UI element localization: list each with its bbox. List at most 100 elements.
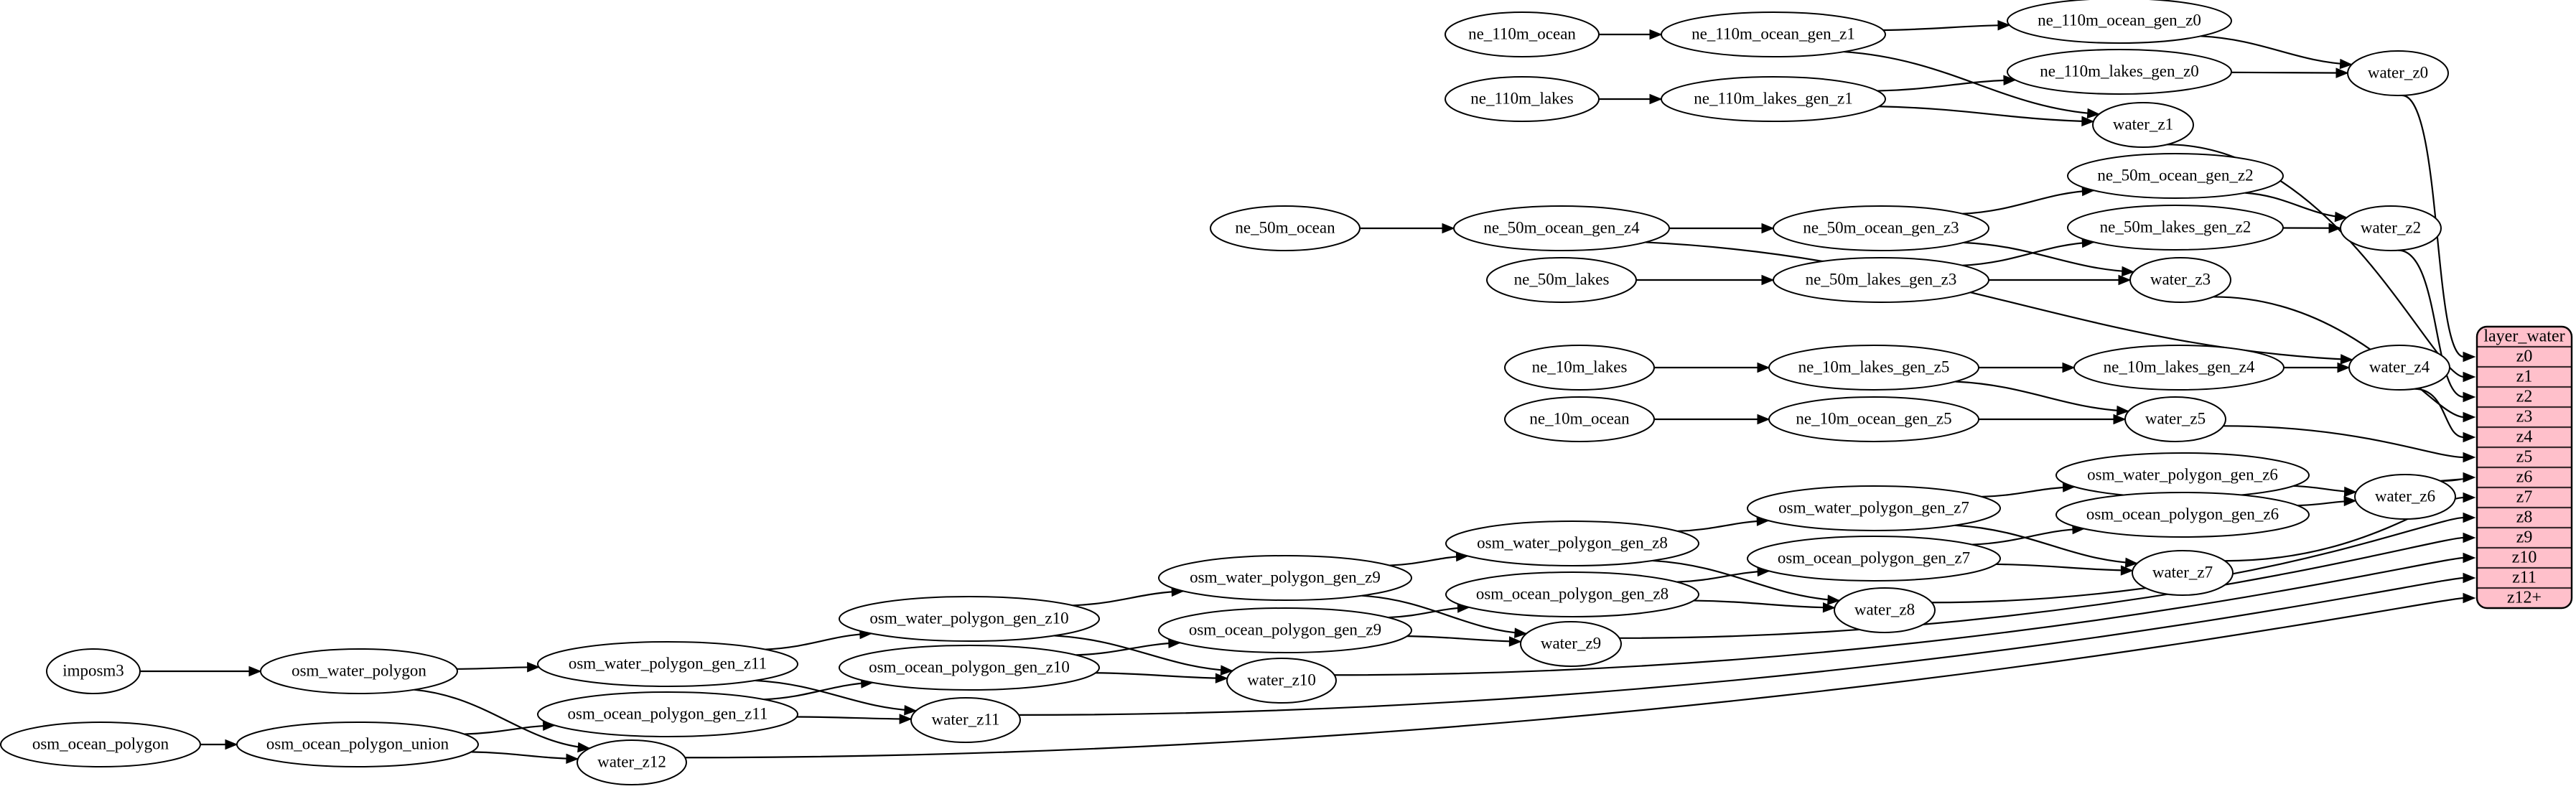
node-ne_50m_lakes[interactable]: ne_50m_lakes	[1486, 257, 1637, 303]
node-water_z9[interactable]: water_z9	[1520, 621, 1622, 667]
node-ne_50m_lakes_gen_z2[interactable]: ne_50m_lakes_gen_z2	[2067, 205, 2284, 251]
node-osm_water_polygon_gen_z8[interactable]: osm_water_polygon_gen_z8	[1445, 520, 1699, 566]
edge-arrowhead	[1757, 362, 1770, 373]
node-ne_50m_lakes_gen_z3[interactable]: ne_50m_lakes_gen_z3	[1773, 257, 1989, 303]
legend-row-z9[interactable]: z9	[2516, 528, 2533, 547]
node-water_z2[interactable]: water_z2	[2340, 205, 2442, 251]
node-water_z7[interactable]: water_z7	[2132, 550, 2234, 596]
node-osm_ocean_polygon_union[interactable]: osm_ocean_polygon_union	[236, 722, 479, 767]
node-ne_50m_ocean_gen_z4[interactable]: ne_50m_ocean_gen_z4	[1453, 205, 1670, 251]
edge-water_z12-to-layer_water-z12	[685, 597, 2465, 759]
node-ne_110m_lakes[interactable]: ne_110m_lakes	[1445, 76, 1600, 122]
node-osm_ocean_polygon_gen_z11[interactable]: osm_ocean_polygon_gen_z11	[537, 691, 798, 737]
node-shape	[1504, 396, 1655, 442]
node-label: ne_50m_lakes_gen_z3	[1806, 270, 1957, 288]
node-ne_50m_ocean[interactable]: ne_50m_ocean	[1210, 205, 1361, 251]
node-shape	[2067, 153, 2284, 199]
node-label: ne_10m_ocean_gen_z5	[1796, 409, 1951, 427]
node-water_z0[interactable]: water_z0	[2347, 50, 2449, 96]
node-layer: ne_110m_ocean ne_110m_ocean_gen_z1 ne_110m…	[0, 0, 2456, 785]
node-ne_50m_ocean_gen_z2[interactable]: ne_50m_ocean_gen_z2	[2067, 153, 2284, 199]
node-shape	[260, 648, 458, 694]
node-water_z10[interactable]: water_z10	[1226, 658, 1337, 704]
node-shape	[46, 648, 141, 694]
edge-arrowhead	[2124, 557, 2139, 569]
edge-osm_water_polygon_gen_z11-to-water_z11	[755, 679, 917, 712]
node-osm_ocean_polygon_gen_z8[interactable]: osm_ocean_polygon_gen_z8	[1445, 571, 1699, 617]
edge-arrowhead	[1822, 602, 1836, 613]
edge-water_z5-to-layer_water-z5	[2223, 425, 2465, 459]
legend-row-z8[interactable]: z8	[2516, 508, 2533, 527]
node-osm_ocean_polygon_gen_z6[interactable]: osm_ocean_polygon_gen_z6	[2055, 492, 2310, 538]
node-ne_50m_ocean_gen_z3[interactable]: ne_50m_ocean_gen_z3	[1773, 205, 1989, 251]
edge-ne_50m_ocean_gen_z3-to-ne_50m_ocean_gen_z2	[1962, 190, 2094, 215]
node-osm_ocean_polygon_gen_z9[interactable]: osm_ocean_polygon_gen_z9	[1158, 607, 1412, 653]
edge-osm_water_polygon_gen_z8-to-water_z8	[1652, 559, 1840, 602]
legend-row-z4[interactable]: z4	[2516, 428, 2533, 447]
node-shape	[2073, 345, 2285, 391]
edge-arrowhead	[2334, 211, 2348, 223]
node-ne_110m_ocean_gen_z0[interactable]: ne_110m_ocean_gen_z0	[2007, 0, 2232, 44]
node-ne_10m_lakes[interactable]: ne_10m_lakes	[1504, 345, 1655, 391]
node-shape	[839, 645, 1100, 691]
edge-arrowhead	[2335, 67, 2349, 78]
legend-row-z0[interactable]: z0	[2516, 347, 2533, 366]
edge-ne_110m_ocean_gen_z0-to-water_z0	[2201, 35, 2352, 65]
node-ne_10m_lakes_gen_z5[interactable]: ne_10m_lakes_gen_z5	[1768, 345, 1979, 391]
node-ne_110m_lakes_gen_z1[interactable]: ne_110m_lakes_gen_z1	[1661, 76, 1886, 122]
node-osm_ocean_polygon_gen_z7[interactable]: osm_ocean_polygon_gen_z7	[1747, 536, 2001, 582]
edge-osm_ocean_polygon_gen_z10-to-water_z10	[1095, 672, 1228, 679]
node-ne_10m_lakes_gen_z4[interactable]: ne_10m_lakes_gen_z4	[2073, 345, 2285, 391]
node-osm_water_polygon[interactable]: osm_water_polygon	[260, 648, 458, 694]
legend-row-z6[interactable]: z6	[2516, 468, 2533, 487]
node-ne_110m_ocean[interactable]: ne_110m_ocean	[1445, 11, 1600, 57]
node-water_z6[interactable]: water_z6	[2354, 474, 2456, 520]
node-shape	[1768, 345, 1979, 391]
legend-row-z1[interactable]: z1	[2516, 368, 2533, 386]
node-label: osm_ocean_polygon_gen_z11	[568, 704, 768, 722]
node-water_z1[interactable]: water_z1	[2092, 102, 2194, 148]
edge-ne_110m_lakes_gen_z1-to-ne_110m_lakes_gen_z0	[1877, 79, 2016, 92]
edge-arrowhead	[2463, 512, 2476, 523]
edge-osm_water_polygon-to-water_z12	[414, 688, 590, 750]
edge-water_z9-to-layer_water-z9	[1619, 536, 2465, 639]
node-osm_ocean_polygon_gen_z10[interactable]: osm_ocean_polygon_gen_z10	[839, 645, 1100, 691]
legend-row-z5[interactable]: z5	[2516, 448, 2533, 467]
edge-arrowhead	[904, 704, 918, 716]
legend-row-z12[interactable]: z12+	[2507, 589, 2542, 607]
node-osm_water_polygon_gen_z7[interactable]: osm_water_polygon_gen_z7	[1747, 485, 2001, 531]
edge-ne_50m_ocean_gen_z4-to-water_z4	[1645, 241, 2353, 361]
edge-arrowhead	[2463, 431, 2476, 443]
node-ne_10m_ocean[interactable]: ne_10m_ocean	[1504, 396, 1655, 442]
edge-arrowhead	[2463, 472, 2476, 483]
node-osm_water_polygon_gen_z6[interactable]: osm_water_polygon_gen_z6	[2055, 452, 2310, 498]
node-osm_ocean_polygon[interactable]: osm_ocean_polygon	[0, 722, 201, 767]
legend-row-z10[interactable]: z10	[2512, 548, 2537, 567]
node-label: ne_110m_ocean	[1468, 24, 1576, 42]
node-water_z5[interactable]: water_z5	[2124, 396, 2226, 442]
node-shape	[1445, 520, 1699, 566]
legend-row-z2[interactable]: z2	[2516, 388, 2533, 406]
node-label: osm_ocean_polygon_gen_z6	[2086, 505, 2279, 523]
edge-arrowhead	[2463, 351, 2476, 363]
node-water_z4[interactable]: water_z4	[2348, 345, 2450, 391]
node-osm_water_polygon_gen_z11[interactable]: osm_water_polygon_gen_z11	[537, 641, 798, 687]
node-label: water_z10	[1247, 671, 1316, 688]
node-water_z3[interactable]: water_z3	[2129, 257, 2231, 303]
node-water_z8[interactable]: water_z8	[1834, 587, 1936, 633]
node-ne_110m_ocean_gen_z1[interactable]: ne_110m_ocean_gen_z1	[1661, 11, 1886, 57]
node-shape	[1768, 396, 1979, 442]
edge-osm_water_polygon_gen_z9-to-water_z9	[1361, 594, 1527, 635]
legend-row-z3[interactable]: z3	[2516, 408, 2533, 426]
legend-row-z7[interactable]: z7	[2516, 488, 2533, 507]
node-imposm3[interactable]: imposm3	[46, 648, 141, 694]
node-osm_water_polygon_gen_z10[interactable]: osm_water_polygon_gen_z10	[839, 596, 1100, 642]
legend-row-z11[interactable]: z11	[2512, 569, 2537, 587]
node-water_z11[interactable]: water_z11	[910, 697, 1021, 743]
node-water_z12[interactable]: water_z12	[577, 739, 687, 785]
node-osm_water_polygon_gen_z9[interactable]: osm_water_polygon_gen_z9	[1158, 555, 1412, 601]
node-ne_10m_ocean_gen_z5[interactable]: ne_10m_ocean_gen_z5	[1768, 396, 1979, 442]
node-label: ne_110m_ocean_gen_z1	[1691, 24, 1855, 42]
node-ne_110m_lakes_gen_z0[interactable]: ne_110m_lakes_gen_z0	[2007, 49, 2232, 95]
node-label: ne_110m_lakes_gen_z0	[2040, 62, 2198, 80]
